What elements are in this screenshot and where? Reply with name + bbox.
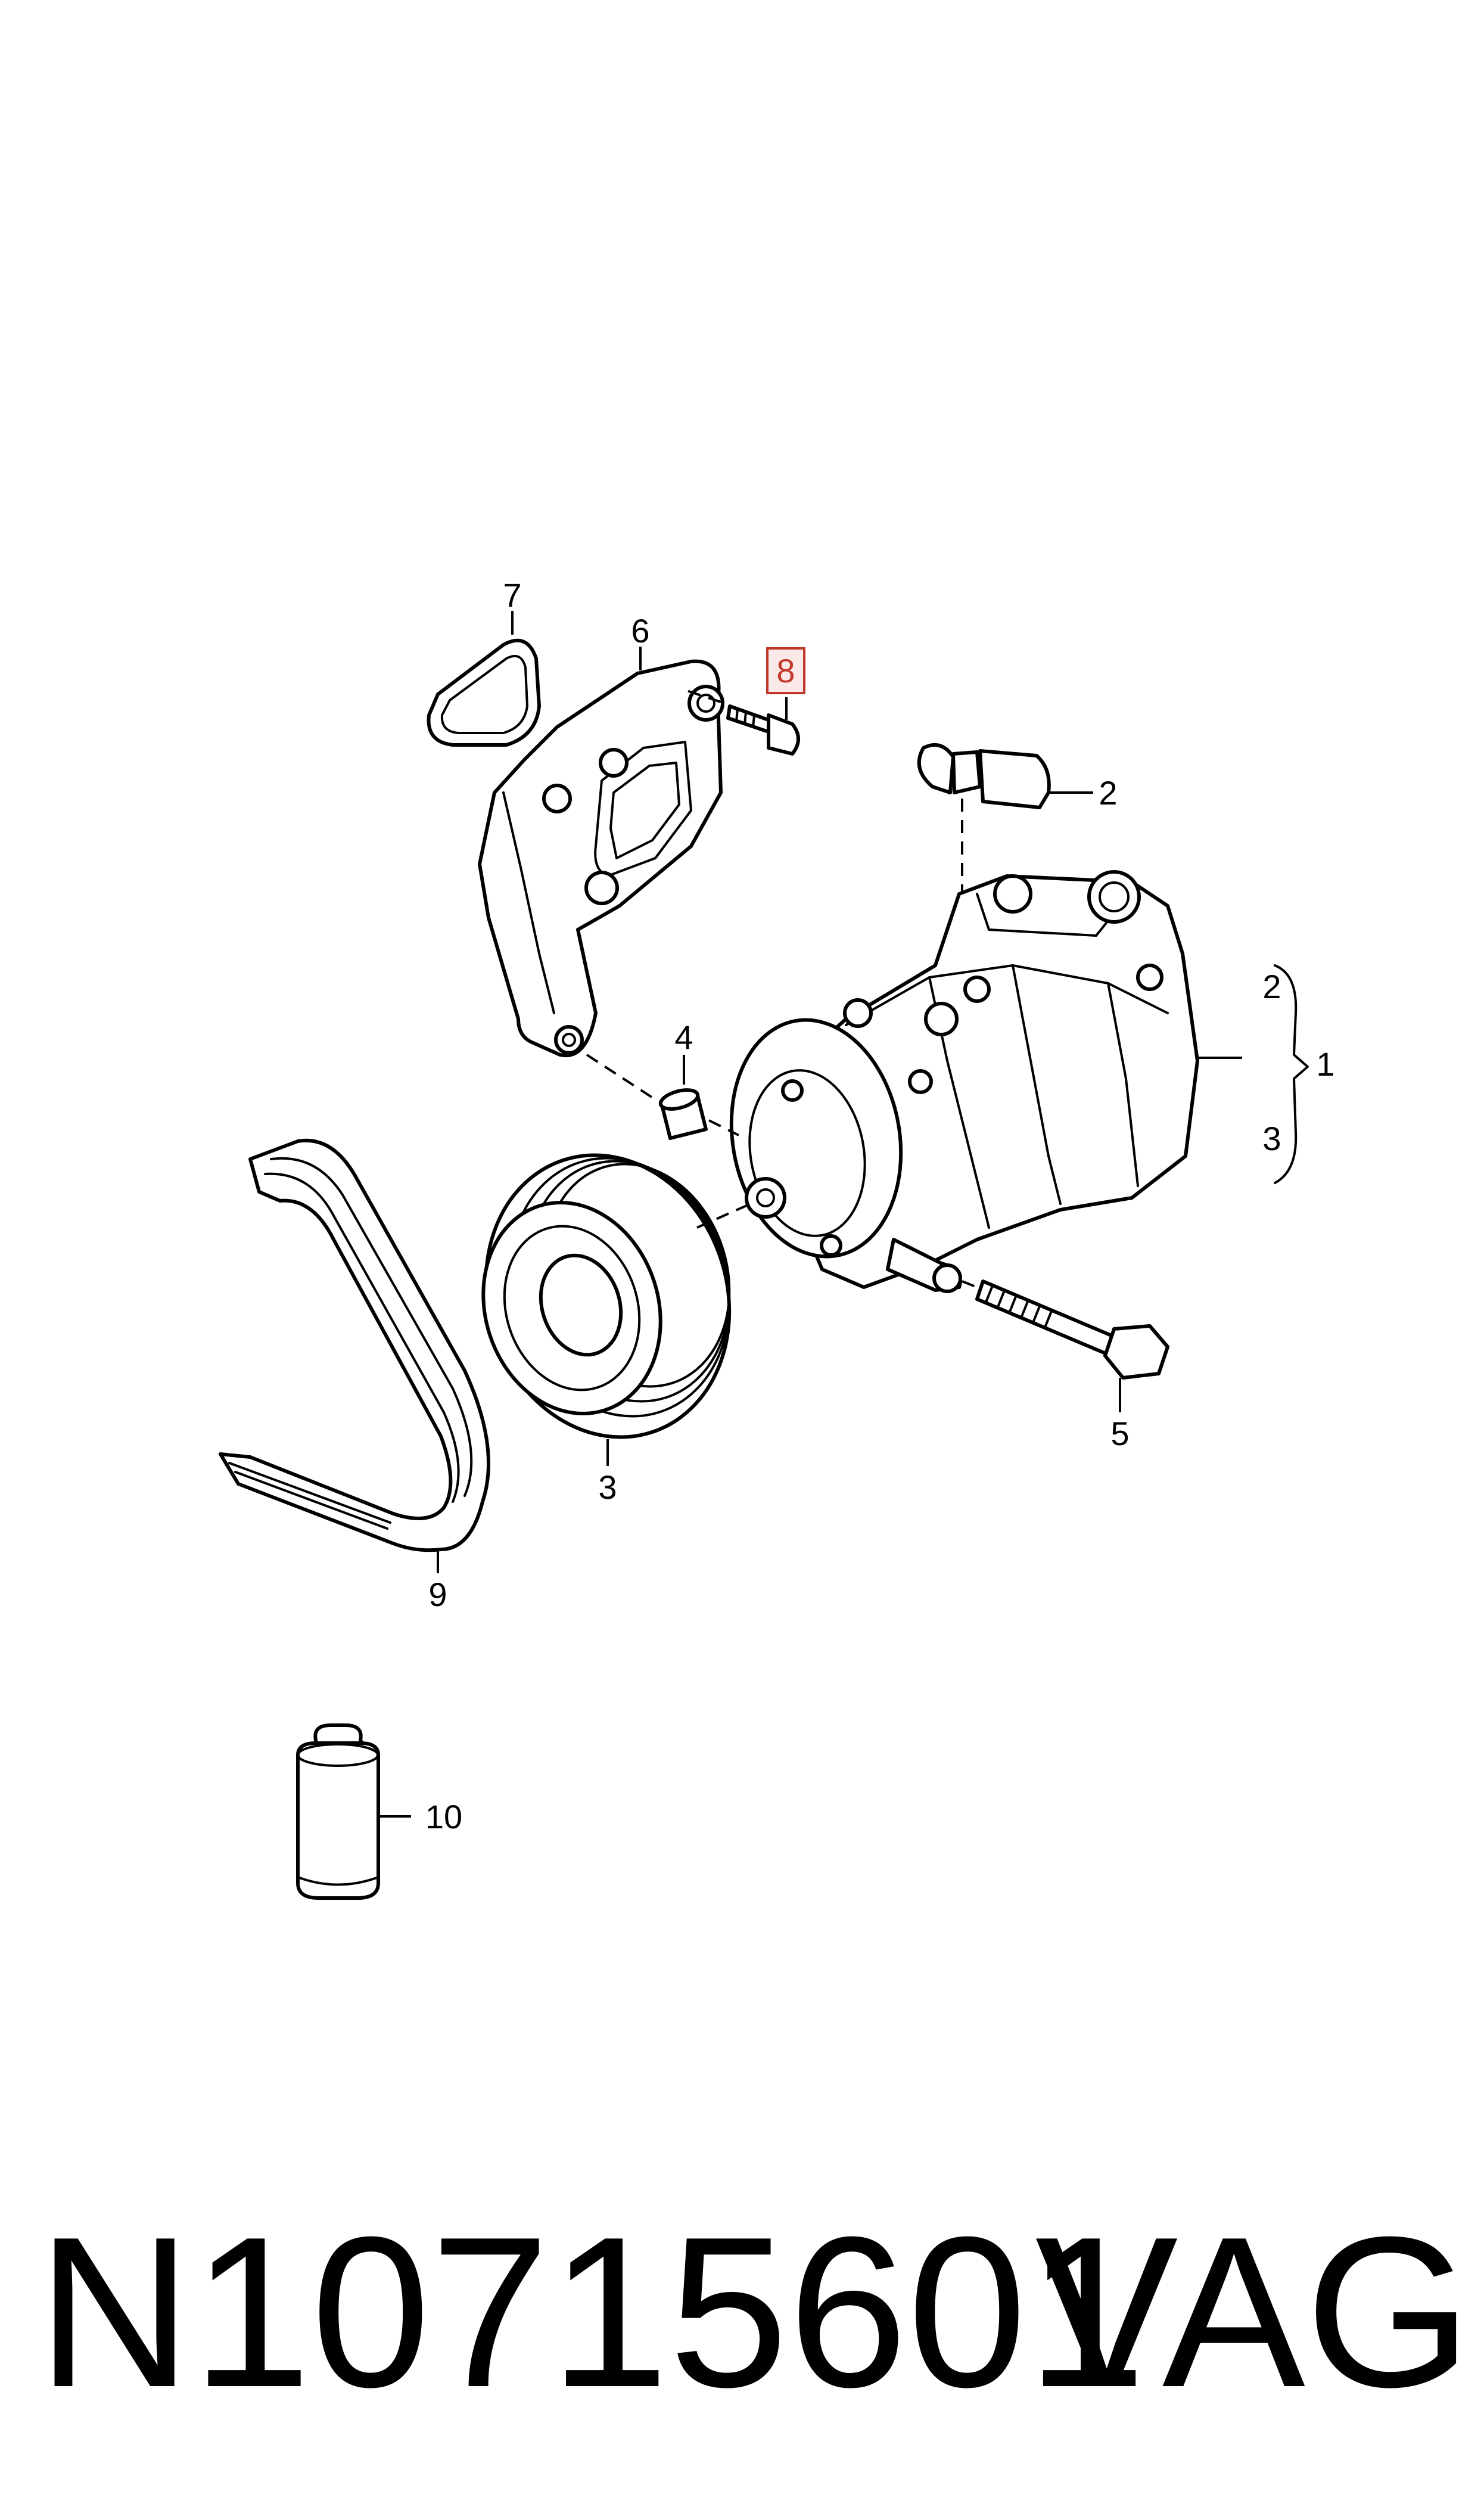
- part-9-poly-v-belt: [219, 1138, 490, 1573]
- callout-4-label[interactable]: 4: [674, 1018, 693, 1056]
- callout-2-brace-label[interactable]: 2: [1262, 968, 1281, 1005]
- part-3-pulley: [481, 1153, 751, 1466]
- callout-6-label[interactable]: 6: [631, 612, 649, 650]
- callout-3-pulley-label[interactable]: 3: [598, 1468, 617, 1506]
- callout-9-label[interactable]: 9: [428, 1576, 447, 1613]
- callout-5-label[interactable]: 5: [1110, 1415, 1129, 1452]
- part-8-bolt: [685, 689, 800, 756]
- brand-name: VAG: [1035, 2192, 1472, 2432]
- part-4-sleeve: [586, 1054, 739, 1140]
- callout-8-label[interactable]: 8: [776, 652, 795, 689]
- callout-3-brace-label[interactable]: 3: [1262, 1120, 1281, 1157]
- brace-1: [1274, 964, 1309, 1184]
- part-1-compressor: [729, 870, 1242, 1293]
- callout-10-label[interactable]: 10: [425, 1798, 462, 1835]
- callout-8-highlight-box: [766, 647, 805, 694]
- callout-7-label[interactable]: 7: [503, 576, 521, 614]
- footer: N10715601 VAG: [0, 2205, 1484, 2467]
- part-10-oil-bottle: [296, 1723, 411, 1900]
- part-2-pressure-sensor: [917, 743, 1093, 894]
- callout-2-sensor-label[interactable]: 2: [1099, 774, 1117, 812]
- part-5-bolt: [962, 1279, 1169, 1412]
- part-7-gasket: [427, 611, 541, 747]
- part-number: N10715601: [37, 2192, 1146, 2432]
- part-6-bracket: [478, 647, 724, 1058]
- callout-1-label[interactable]: 1: [1316, 1045, 1334, 1083]
